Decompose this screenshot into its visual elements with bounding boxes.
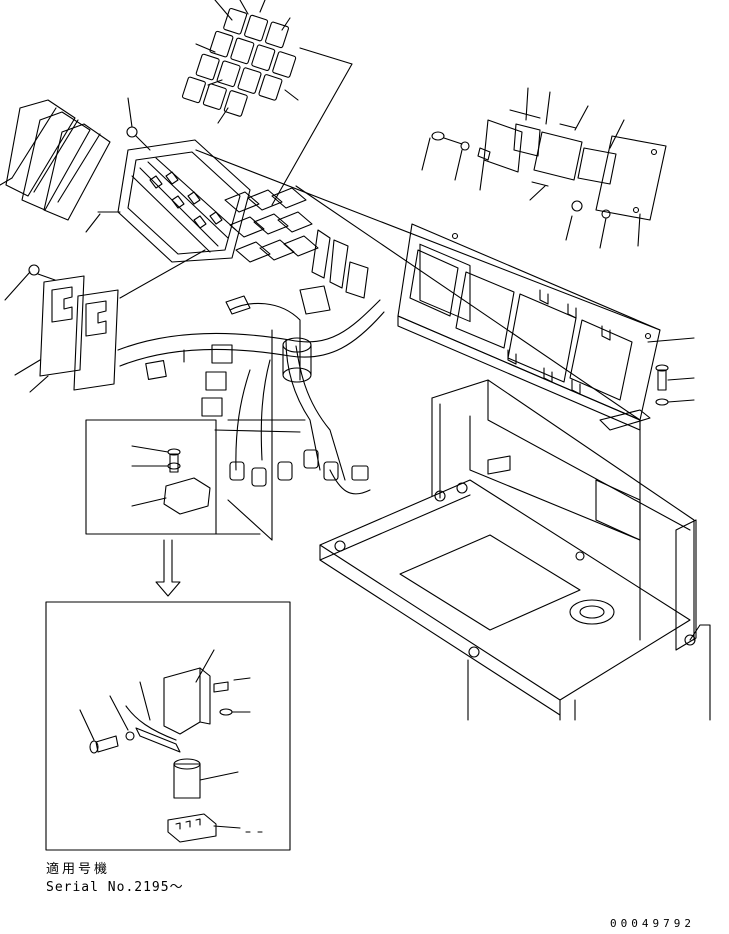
relay-cluster-top <box>181 0 353 206</box>
panel-bracket <box>397 223 695 431</box>
relay-group-center <box>224 187 369 315</box>
bolt-washer-right <box>655 364 695 406</box>
bracket-kit-upper-right <box>421 87 667 249</box>
detail-box-serial <box>45 601 291 851</box>
detail-box-relay <box>85 419 261 535</box>
cabinet-frame <box>295 185 711 721</box>
serial-number-label: Serial No.2195～ <box>46 880 184 895</box>
fuse-box-covers <box>0 99 111 221</box>
applicable-models-label: 適用号機 <box>46 862 111 877</box>
arrow-down <box>155 539 181 597</box>
wiring-harness <box>117 295 385 541</box>
fuse-box-assembly <box>85 97 661 331</box>
fuse-box-brackets <box>4 249 206 393</box>
document-number: 00049792 <box>610 917 695 930</box>
